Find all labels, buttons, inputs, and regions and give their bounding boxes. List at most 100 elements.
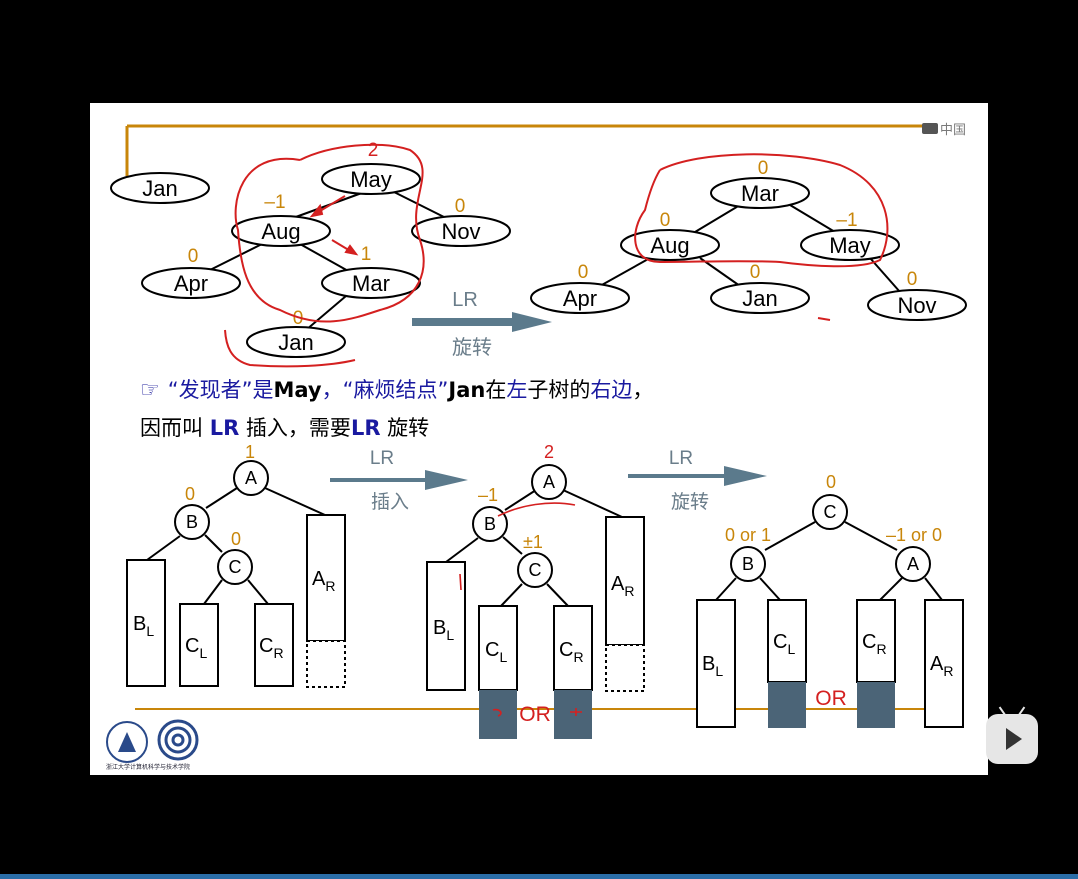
circle-b-3	[730, 546, 766, 582]
box-ar-3	[924, 599, 964, 728]
or-label-2: OR	[519, 703, 551, 726]
text-right: 右边	[590, 378, 633, 402]
label-may-r: May	[829, 233, 871, 258]
node-aug	[620, 229, 720, 261]
bal-apr: 0	[188, 246, 199, 267]
node-mar	[321, 267, 421, 299]
node-may	[321, 163, 421, 195]
box-bl-2	[426, 561, 466, 691]
box-ar-2	[605, 516, 645, 646]
sub-bl-1: BL	[133, 613, 154, 639]
bal-aug: –1	[264, 192, 285, 213]
box-ar-dotted-2	[605, 644, 645, 692]
slide	[90, 103, 988, 775]
zju-logo	[106, 721, 148, 763]
bottom-arrow-2	[628, 466, 767, 486]
pointing-hand-icon: ☞	[140, 378, 160, 403]
sub-cl-3: CL	[773, 631, 795, 657]
node-jan	[710, 282, 810, 314]
sub-cr-3: CR	[862, 631, 887, 657]
label-aug-r: Aug	[650, 233, 689, 258]
text-subtree: 子树的	[527, 378, 591, 402]
sub-cl-2: CL	[485, 639, 507, 665]
label-apr-r: Apr	[563, 286, 597, 311]
text-insert-need: 插入，需要	[239, 416, 351, 440]
text-finder: “发现者”是	[167, 378, 274, 402]
text-jan: Jan	[448, 378, 486, 402]
sub-cr-2: CR	[559, 639, 584, 665]
node-nov	[867, 289, 967, 321]
inserted-box-cl-2	[479, 690, 517, 739]
circle-b-1	[174, 504, 210, 540]
label-nov: Nov	[441, 219, 480, 244]
edge-aug-apr	[599, 257, 651, 287]
node-may	[800, 229, 900, 261]
label-mar: Mar	[352, 271, 390, 296]
letter-a-3: A	[907, 554, 919, 574]
circle-c-3	[812, 494, 848, 530]
play-icon	[1006, 728, 1022, 750]
inserted-box-cr-2	[554, 690, 592, 739]
text-in: 在	[485, 378, 507, 402]
explanation-line-2: 因而叫 LR 插入，需要LR 旋转	[140, 412, 429, 442]
bal-b-2: –1	[478, 485, 498, 505]
bal-may: 2	[368, 140, 379, 161]
edge-may-nov	[869, 257, 901, 293]
ink-annotations-top-right	[634, 153, 889, 321]
video-progress-bar[interactable]	[0, 874, 1078, 879]
label-may: May	[350, 167, 392, 192]
node-apr	[141, 267, 241, 299]
circle-c-2	[517, 552, 553, 588]
inserted-box-cr-3	[857, 682, 895, 728]
circle-a-3	[895, 546, 931, 582]
edge-mar-aug	[689, 204, 741, 236]
top-arrow-label-lr: LR	[452, 289, 478, 311]
watermark: 中国	[922, 119, 966, 138]
node-jan-leaf	[246, 326, 346, 358]
text-rotate: 旋转	[380, 416, 430, 440]
bal-a-2: 2	[544, 442, 554, 462]
sub-ar-3: AR	[930, 653, 953, 679]
edge-mar-may	[789, 204, 841, 236]
bal-mar-r: 0	[758, 158, 769, 179]
text-lr-2: LR	[350, 416, 381, 440]
bal-jan-r: 0	[750, 262, 761, 283]
box-bl-3	[696, 599, 736, 728]
label-mar-r: Mar	[741, 181, 779, 206]
bottom-tree-1	[126, 460, 346, 688]
box-ar-dotted-1	[306, 640, 346, 688]
watermark-icon	[922, 123, 938, 134]
letter-c-3: C	[824, 502, 837, 522]
text-so-called: 因而叫	[140, 416, 210, 440]
edge-aug-jan	[699, 257, 741, 287]
box-cr-2	[553, 605, 593, 691]
text-left: 左	[506, 378, 528, 402]
label-jan-r: Jan	[742, 286, 777, 311]
label-aug: Aug	[261, 219, 300, 244]
node-mar	[710, 177, 810, 209]
bal-c-1: 0	[231, 529, 241, 549]
bottom-arrow1-lr: LR	[370, 448, 394, 469]
bal-b-1: 0	[185, 484, 195, 504]
box-ar-1	[306, 514, 346, 642]
letter-b-3: B	[742, 554, 754, 574]
box-cl-3	[767, 599, 807, 683]
bal-b-3: 0 or 1	[725, 525, 771, 545]
edge-aug-mar	[299, 243, 351, 273]
top-left-tree	[110, 163, 511, 358]
bal-nov: 0	[455, 196, 466, 217]
bal-aug-r: 0	[660, 210, 671, 231]
top-arrow-label-rotate: 旋转	[452, 335, 492, 359]
sub-bl-3: BL	[702, 653, 723, 679]
node-aug	[231, 215, 331, 247]
bottom-arrow-1	[330, 470, 468, 490]
box-cl-1	[179, 603, 219, 687]
bottom-arrow2-lr: LR	[669, 448, 693, 469]
label-jan-root: Jan	[142, 176, 177, 201]
circle-a-1	[233, 460, 269, 496]
label-nov-r: Nov	[897, 293, 936, 318]
play-button[interactable]	[986, 714, 1038, 764]
bottom-tree-2	[426, 464, 645, 692]
sub-cl-1: CL	[185, 635, 207, 661]
bal-apr-r: 0	[578, 262, 589, 283]
